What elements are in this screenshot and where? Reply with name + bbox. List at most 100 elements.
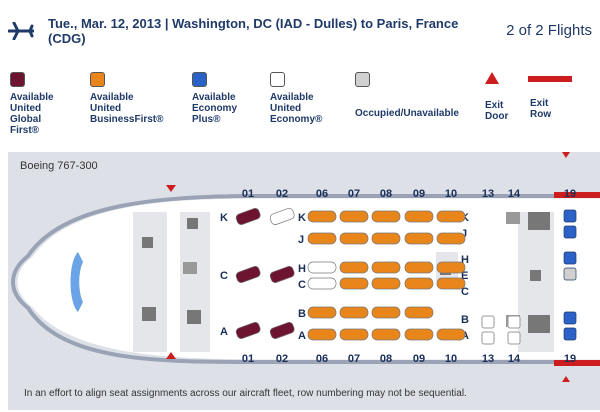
seat-unassignable bbox=[507, 331, 521, 345]
seat-shape bbox=[436, 232, 466, 245]
seat-row19[interactable] bbox=[563, 251, 577, 265]
fleet-disclaimer: In an effort to align seat assignments a… bbox=[24, 388, 467, 399]
cup-icon bbox=[187, 218, 198, 229]
legend-economy-swatch bbox=[270, 72, 285, 87]
seat-shape bbox=[404, 261, 434, 274]
seat-letter: B bbox=[298, 308, 306, 320]
legend-exit-row-swatch bbox=[528, 76, 572, 82]
seat-shape bbox=[339, 210, 369, 223]
seat-01C[interactable] bbox=[235, 265, 261, 284]
seat-07B[interactable] bbox=[339, 306, 369, 319]
seat-10A[interactable] bbox=[436, 328, 466, 341]
galley-block bbox=[133, 212, 167, 352]
legend-occupied-swatch bbox=[355, 72, 370, 87]
legend-economy-plus-swatch bbox=[192, 72, 207, 87]
seat-unassignable bbox=[507, 315, 521, 329]
seat-07C[interactable] bbox=[339, 277, 369, 290]
airplane-icon bbox=[8, 22, 34, 40]
legend-exit-door-swatch bbox=[485, 72, 499, 84]
row-number-top: 09 bbox=[413, 188, 425, 200]
row-number-top: 13 bbox=[482, 188, 494, 200]
seat-06A[interactable] bbox=[307, 328, 337, 341]
seat-shape bbox=[436, 277, 466, 290]
seat-08J[interactable] bbox=[371, 232, 401, 245]
seat-shape bbox=[307, 232, 337, 245]
seat-02A[interactable] bbox=[269, 321, 295, 340]
row-number-top: 08 bbox=[380, 188, 392, 200]
seat-02K[interactable] bbox=[269, 207, 295, 226]
seat-09J[interactable] bbox=[404, 232, 434, 245]
seat-08C[interactable] bbox=[371, 277, 401, 290]
row-number-top: 19 bbox=[564, 188, 576, 200]
row-number-bottom: 19 bbox=[564, 353, 576, 365]
fuselage-outline bbox=[11, 194, 600, 364]
seat-06B[interactable] bbox=[307, 306, 337, 319]
seat-row19[interactable] bbox=[563, 225, 577, 239]
seat-09K[interactable] bbox=[404, 210, 434, 223]
seat-shape bbox=[235, 321, 261, 339]
seat-01K[interactable] bbox=[235, 207, 261, 226]
seat-letter: B bbox=[461, 314, 469, 326]
seat-06K[interactable] bbox=[307, 210, 337, 223]
seat-shape bbox=[307, 261, 337, 274]
seat-shape bbox=[404, 210, 434, 223]
cup-icon bbox=[142, 237, 153, 248]
seat-07J[interactable] bbox=[339, 232, 369, 245]
seat-row19[interactable] bbox=[563, 311, 577, 325]
row-number-bottom: 08 bbox=[380, 353, 392, 365]
seat-07K[interactable] bbox=[339, 210, 369, 223]
seat-06H[interactable] bbox=[307, 261, 337, 274]
row-number-top: 06 bbox=[316, 188, 328, 200]
legend-economy-plus-label: Available Economy Plus® bbox=[192, 92, 238, 125]
seat-letter: C bbox=[298, 279, 306, 291]
seat-letter: E bbox=[461, 270, 468, 282]
seat-row19[interactable] bbox=[563, 267, 577, 281]
cabin-diagram: 0101020206060707080809091010131314141919… bbox=[11, 152, 600, 382]
seat-letter: J bbox=[298, 234, 304, 246]
galley-block-2 bbox=[180, 212, 210, 352]
seat-shape bbox=[235, 207, 261, 225]
cup-icon bbox=[530, 270, 541, 281]
seat-10K[interactable] bbox=[436, 210, 466, 223]
seat-06C[interactable] bbox=[307, 277, 337, 290]
row-number-top: 07 bbox=[348, 188, 360, 200]
seat-08B[interactable] bbox=[371, 306, 401, 319]
exit-door-marker bbox=[166, 185, 176, 192]
seat-09B[interactable] bbox=[404, 306, 434, 319]
exit-door-marker bbox=[562, 152, 570, 158]
legend-economy-label: Available United Economy® bbox=[270, 92, 323, 125]
seat-07A[interactable] bbox=[339, 328, 369, 341]
seat-shape bbox=[339, 328, 369, 341]
seat-09H[interactable] bbox=[404, 261, 434, 274]
seat-shape bbox=[269, 321, 295, 339]
cockpit-window bbox=[70, 252, 83, 312]
seat-08H[interactable] bbox=[371, 261, 401, 274]
seat-row19[interactable] bbox=[563, 327, 577, 341]
seat-shape bbox=[269, 207, 295, 225]
legend-exit-row-label: Exit Row bbox=[530, 98, 552, 120]
seat-layer: 0101020206060707080809091010131314141919… bbox=[220, 188, 577, 365]
seat-08A[interactable] bbox=[371, 328, 401, 341]
seat-09C[interactable] bbox=[404, 277, 434, 290]
seat-letter: K bbox=[298, 212, 306, 224]
seat-01A[interactable] bbox=[235, 321, 261, 340]
row-number-bottom: 02 bbox=[276, 353, 288, 365]
seat-09A[interactable] bbox=[404, 328, 434, 341]
seat-shape bbox=[339, 261, 369, 274]
seat-shape bbox=[436, 210, 466, 223]
lavatory-icon bbox=[142, 307, 156, 321]
seat-shape bbox=[404, 328, 434, 341]
seat-06J[interactable] bbox=[307, 232, 337, 245]
seat-10C[interactable] bbox=[436, 277, 466, 290]
seat-row19[interactable] bbox=[563, 209, 577, 223]
seat-shape bbox=[371, 306, 401, 319]
seat-10H[interactable] bbox=[436, 261, 466, 274]
row-number-bottom: 14 bbox=[508, 353, 521, 365]
seat-10J[interactable] bbox=[436, 232, 466, 245]
seat-07H[interactable] bbox=[339, 261, 369, 274]
legend-business-first-swatch bbox=[90, 72, 105, 87]
row-number-bottom: 01 bbox=[242, 353, 254, 365]
flight-count[interactable]: 2 of 2 Flights bbox=[506, 22, 592, 39]
seat-08K[interactable] bbox=[371, 210, 401, 223]
seat-02C[interactable] bbox=[269, 265, 295, 284]
